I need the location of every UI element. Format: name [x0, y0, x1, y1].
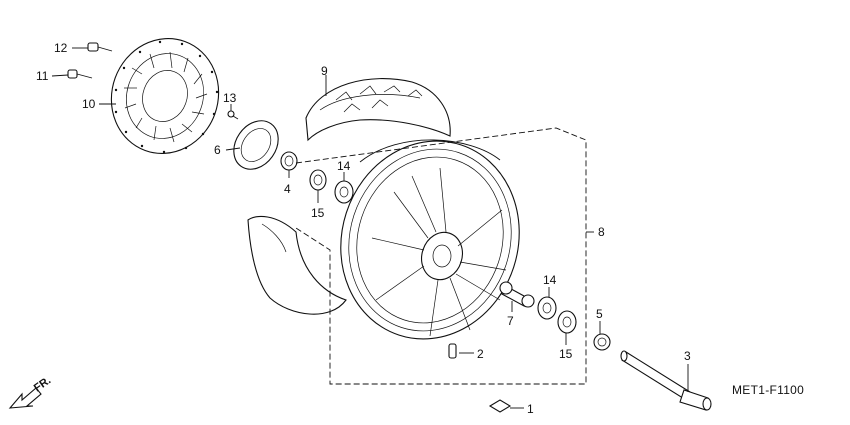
disc-bolt-11[interactable]: [67, 69, 93, 79]
callout-14-top: 14: [337, 159, 351, 173]
brake-disc[interactable]: [95, 23, 234, 168]
diagram-code: MET1-F1100: [732, 383, 804, 397]
dust-seal-15-top[interactable]: [309, 169, 327, 191]
screw-13[interactable]: [227, 110, 239, 120]
valve-clip-1[interactable]: [488, 399, 512, 413]
callout-12: 12: [54, 41, 68, 55]
front-axle-3[interactable]: [620, 350, 712, 411]
callout-10: 10: [82, 97, 96, 111]
callout-9: 9: [321, 64, 328, 78]
distance-collar-7[interactable]: [499, 281, 535, 308]
callout-labels: 12 11 10 13 6 4 9 14 15 8 14 7 5 15 2 3 …: [36, 41, 691, 416]
cast-wheel[interactable]: [315, 118, 544, 363]
bearing-14-bottom[interactable]: [537, 296, 557, 320]
callout-5: 5: [596, 307, 603, 321]
leader-lines: [51, 47, 689, 409]
callout-13: 13: [223, 91, 237, 105]
side-collar-5[interactable]: [593, 333, 611, 351]
bearing-14-top[interactable]: [334, 180, 354, 204]
callout-1: 1: [527, 402, 534, 416]
air-valve-2[interactable]: [448, 343, 457, 359]
side-collar-4[interactable]: [280, 151, 298, 171]
front-direction-arrow: FR.: [8, 374, 53, 409]
callout-14-bottom: 14: [543, 273, 557, 287]
dust-seal-15-bottom[interactable]: [557, 310, 577, 334]
disc-bolt-12[interactable]: [87, 42, 113, 52]
callout-7: 7: [507, 314, 514, 328]
callout-15-top: 15: [311, 206, 325, 220]
callout-3: 3: [684, 349, 691, 363]
tire-inner-section: [247, 215, 347, 315]
callout-6: 6: [214, 143, 221, 157]
wheel-assembly-outline: [295, 127, 587, 385]
callout-2: 2: [477, 347, 484, 361]
tire-9[interactable]: [305, 78, 451, 142]
pulser-ring-6[interactable]: [225, 112, 288, 178]
callout-4: 4: [284, 182, 291, 196]
callout-8: 8: [598, 225, 605, 239]
callout-11: 11: [36, 69, 49, 83]
callout-15-bottom: 15: [559, 347, 573, 361]
